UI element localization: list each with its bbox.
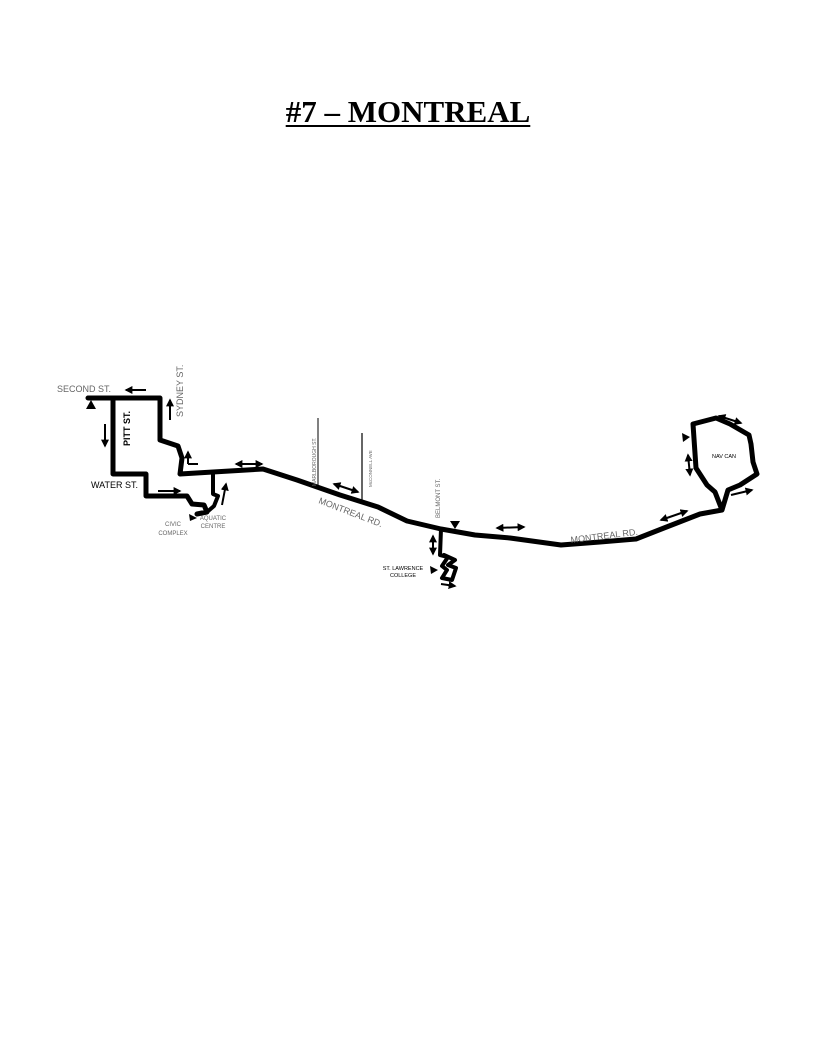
direction-arrow-icon [101, 386, 754, 590]
route-line [85, 395, 760, 548]
second-street-label: SECOND ST. [57, 384, 111, 394]
route-line-aquatic-spur [205, 470, 220, 514]
page-title: #7 – MONTREAL [285, 94, 531, 129]
route-line-pitt-water [110, 395, 210, 517]
aquatic-centre-label-1: AQUATIC [200, 516, 227, 522]
college-label-2: COLLEGE [390, 573, 416, 579]
sydney-street-label: SYDNEY ST. [175, 365, 185, 417]
aquatic-centre-label-2: CENTRE [201, 524, 226, 530]
route-line-college-spur [438, 527, 458, 582]
navcan-label: NAV CAN [712, 454, 736, 460]
civic-complex-label-1: CIVIC [165, 522, 182, 528]
mcconnell-street-label: McCONNELL AVE [368, 450, 373, 487]
marlborough-street-label: MARLBOROUGH ST. [312, 438, 318, 486]
civic-complex-label-2: COMPLEX [158, 531, 187, 537]
pitt-street-label: PITT ST. [122, 411, 132, 446]
college-label-1: ST. LAWRENCE [383, 566, 424, 572]
water-street-label: WATER ST. [91, 480, 138, 490]
belmont-street-label: BELMONT ST. [436, 478, 442, 518]
bus-stop-triangle-icon [86, 400, 690, 574]
